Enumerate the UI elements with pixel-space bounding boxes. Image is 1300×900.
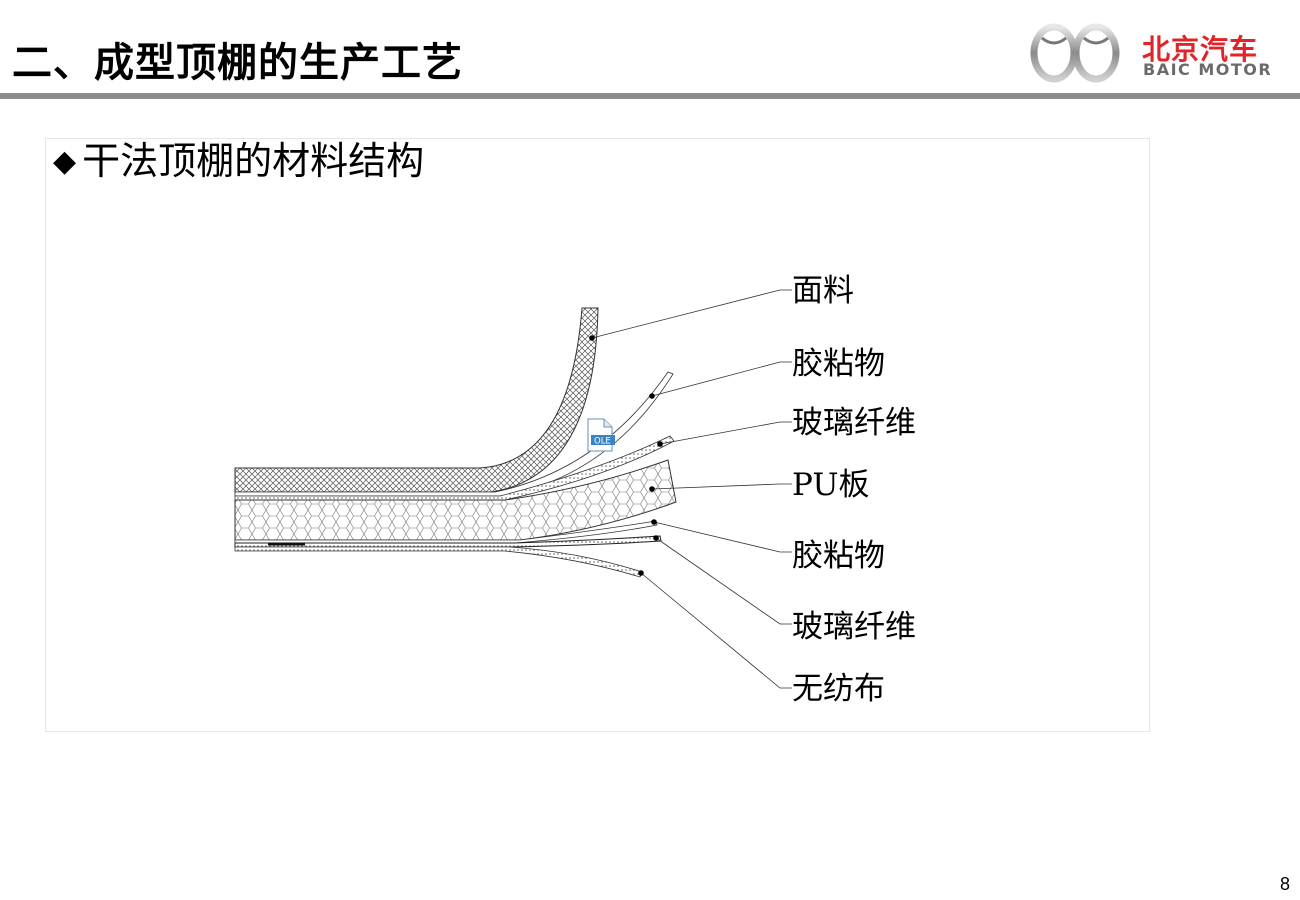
leader-lines <box>591 289 792 689</box>
label-pu-board: PU板 <box>792 467 870 503</box>
leader-anchor-dots <box>589 335 663 576</box>
section-bullet-text: 干法顶棚的材料结构 <box>82 139 425 183</box>
logo-text-en: BAIC MOTOR <box>1143 60 1273 79</box>
document-icon: OLE <box>587 418 615 452</box>
label-fabric: 面料 <box>792 273 854 309</box>
label-nonwoven: 无纺布 <box>792 671 885 707</box>
baic-emblem-icon <box>1030 23 1120 83</box>
label-lower-adhesive: 胶粘物 <box>792 538 885 574</box>
label-upper-glassfiber: 玻璃纤维 <box>792 405 916 441</box>
pu-board-layer <box>234 459 677 541</box>
slide-title: 二、成型顶棚的生产工艺 <box>12 40 463 86</box>
label-lower-glassfiber: 玻璃纤维 <box>792 609 916 645</box>
ole-object-icon[interactable]: OLE <box>586 418 616 452</box>
nonwoven-layer <box>234 546 643 578</box>
section-bullet: ◆干法顶棚的材料结构 <box>53 138 424 188</box>
logo-text-cn: 北京汽车 <box>1142 33 1259 66</box>
lower-adhesive-layer <box>234 520 658 544</box>
baic-logo: 北京汽车 BAIC MOTOR <box>1030 22 1290 83</box>
label-upper-adhesive: 胶粘物 <box>792 346 885 382</box>
page-number: 8 <box>1279 874 1290 894</box>
fabric-layer <box>234 307 599 493</box>
content-frame <box>45 138 1150 732</box>
diamond-bullet-icon: ◆ <box>53 144 77 179</box>
title-divider <box>0 93 1300 99</box>
upper-glassfiber-layer <box>234 435 675 501</box>
ole-icon-label: OLE <box>594 437 611 447</box>
